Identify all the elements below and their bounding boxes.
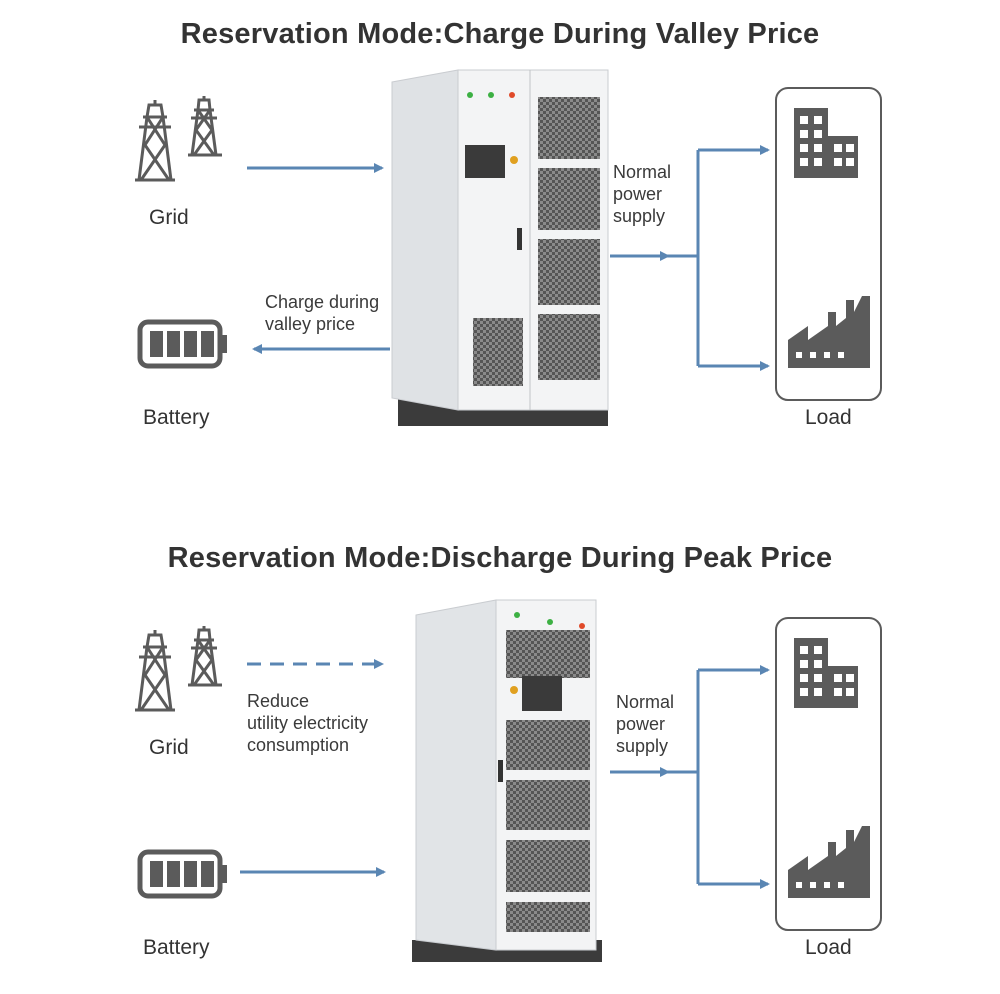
flow-arrows xyxy=(247,145,770,371)
diagram-title: Reservation Mode:Discharge During Peak P… xyxy=(167,542,833,574)
flow-note-line: Charge during xyxy=(265,292,380,312)
grid-label: Grid xyxy=(149,206,189,229)
supply-note-line: power xyxy=(613,184,663,204)
office-building-icon xyxy=(794,638,858,708)
load-box xyxy=(775,617,882,931)
factory-icon xyxy=(788,826,870,898)
battery-label: Battery xyxy=(143,936,210,959)
factory-icon xyxy=(788,296,870,368)
load-label: Load xyxy=(805,406,852,429)
energy-storage-cabinet xyxy=(412,599,602,962)
office-building-icon xyxy=(794,108,858,178)
flow-note-line: Reduce xyxy=(247,691,310,711)
load-box xyxy=(775,87,882,401)
flow-arrows xyxy=(240,659,770,889)
flow-note: Charge during valley price xyxy=(265,291,379,335)
diagram-discharge-peak: Reservation Mode:Discharge During Peak P… xyxy=(0,530,1000,994)
diagram-graphics xyxy=(135,69,882,426)
load-label: Load xyxy=(805,936,852,959)
supply-note-line: supply xyxy=(616,736,669,756)
supply-note: Normal power supply xyxy=(613,161,671,227)
supply-note-line: Normal xyxy=(616,692,675,712)
supply-note-line: power xyxy=(616,714,666,734)
battery-icon xyxy=(137,319,227,369)
flow-note-line: consumption xyxy=(247,735,350,755)
flow-note: Reduce utility electricity consumption xyxy=(247,690,368,756)
flow-note-line: valley price xyxy=(265,314,356,334)
transmission-tower-icon xyxy=(135,626,222,712)
supply-note-line: supply xyxy=(613,206,666,226)
grid-label: Grid xyxy=(149,736,189,759)
battery-label: Battery xyxy=(143,406,210,429)
energy-storage-cabinet xyxy=(391,69,609,426)
diagram-charge-valley: Reservation Mode:Charge During Valley Pr… xyxy=(0,0,1000,480)
flow-note-line: utility electricity xyxy=(247,713,369,733)
diagram-graphics xyxy=(135,599,882,962)
battery-icon xyxy=(137,849,227,899)
supply-note-line: Normal xyxy=(613,162,672,182)
transmission-tower-icon xyxy=(135,96,222,182)
supply-note: Normal power supply xyxy=(616,691,674,757)
diagram-title: Reservation Mode:Charge During Valley Pr… xyxy=(180,18,820,50)
